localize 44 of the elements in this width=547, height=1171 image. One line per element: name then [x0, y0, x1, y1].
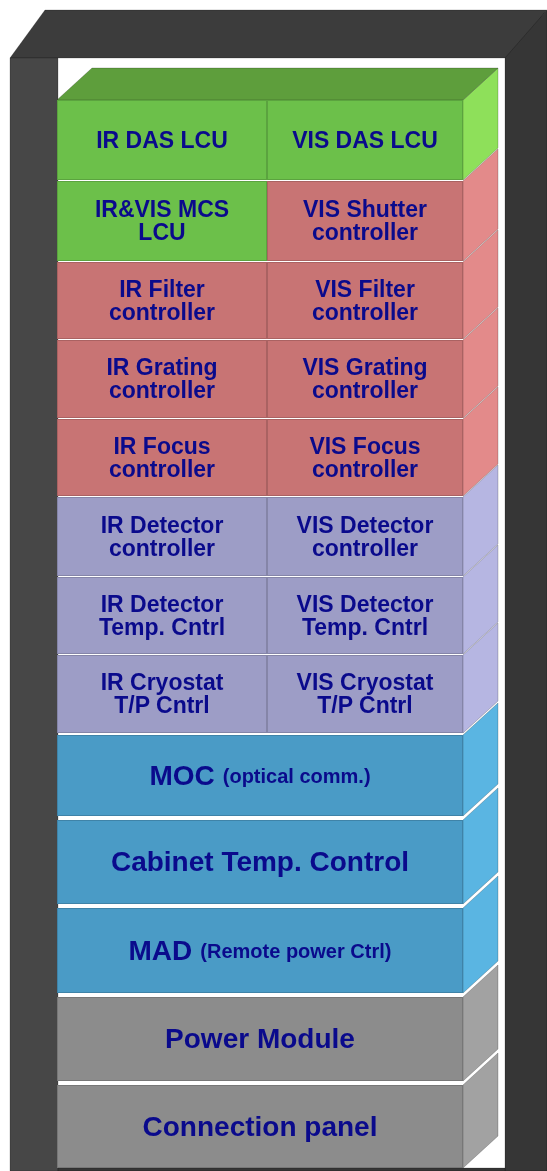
- rack-module: [57, 908, 463, 993]
- module-label: (optical comm.): [222, 765, 371, 786]
- rack-module: [267, 181, 463, 261]
- rack-module: [267, 577, 463, 654]
- rack-module: [57, 997, 463, 1081]
- rack-module: [57, 262, 267, 339]
- module-label: IR Cryostat T/P Cntrl: [99, 671, 225, 717]
- module-label: IR Filter controller: [107, 277, 217, 324]
- rack-module: [57, 735, 463, 816]
- module-label: Connection panel: [142, 1112, 378, 1141]
- rack-module: [267, 655, 463, 733]
- module-label: IR&VIS MCS LCU: [93, 198, 231, 244]
- module-label: VIS Grating controller: [301, 356, 429, 402]
- rack-module: [57, 1085, 463, 1168]
- module-label: MOC: [149, 761, 215, 790]
- rack-module: [267, 497, 463, 576]
- module-label: IR Grating controller: [105, 356, 219, 402]
- rack-module: [57, 340, 267, 418]
- module-label: VIS Cryostat T/P Cntrl: [295, 671, 435, 717]
- module-label: VIS Detector controller: [295, 513, 435, 560]
- rack-module: [267, 262, 463, 339]
- module-label: IR Detector Temp. Cntrl: [97, 592, 227, 639]
- module-label: VIS Shutter controller: [302, 198, 428, 244]
- module-label: VIS Focus controller: [308, 434, 422, 481]
- module-label: IR Focus controller: [107, 434, 217, 481]
- module-label: Cabinet Temp. Control: [110, 848, 410, 876]
- rack-module: [267, 419, 463, 496]
- rack-module: [57, 181, 267, 261]
- module-label: VIS Filter controller: [310, 277, 420, 324]
- rack-module: [57, 100, 267, 180]
- module-label: IR Detector controller: [99, 513, 225, 560]
- module-label: Power Module: [165, 1025, 355, 1053]
- module-label: VIS Detector Temp. Cntrl: [295, 592, 435, 639]
- module-label: IR DAS LCU: [96, 128, 228, 152]
- rack-module: [267, 100, 463, 180]
- module-label: (Remote power Ctrl): [200, 940, 392, 961]
- rack-module: [57, 497, 267, 576]
- rack-module: [57, 419, 267, 496]
- rack-module: [57, 820, 463, 904]
- rack-module: [267, 340, 463, 418]
- rack-module: [57, 577, 267, 654]
- rack-module: [57, 655, 267, 733]
- module-label: MAD: [128, 936, 193, 965]
- module-label: VIS DAS LCU: [292, 128, 438, 152]
